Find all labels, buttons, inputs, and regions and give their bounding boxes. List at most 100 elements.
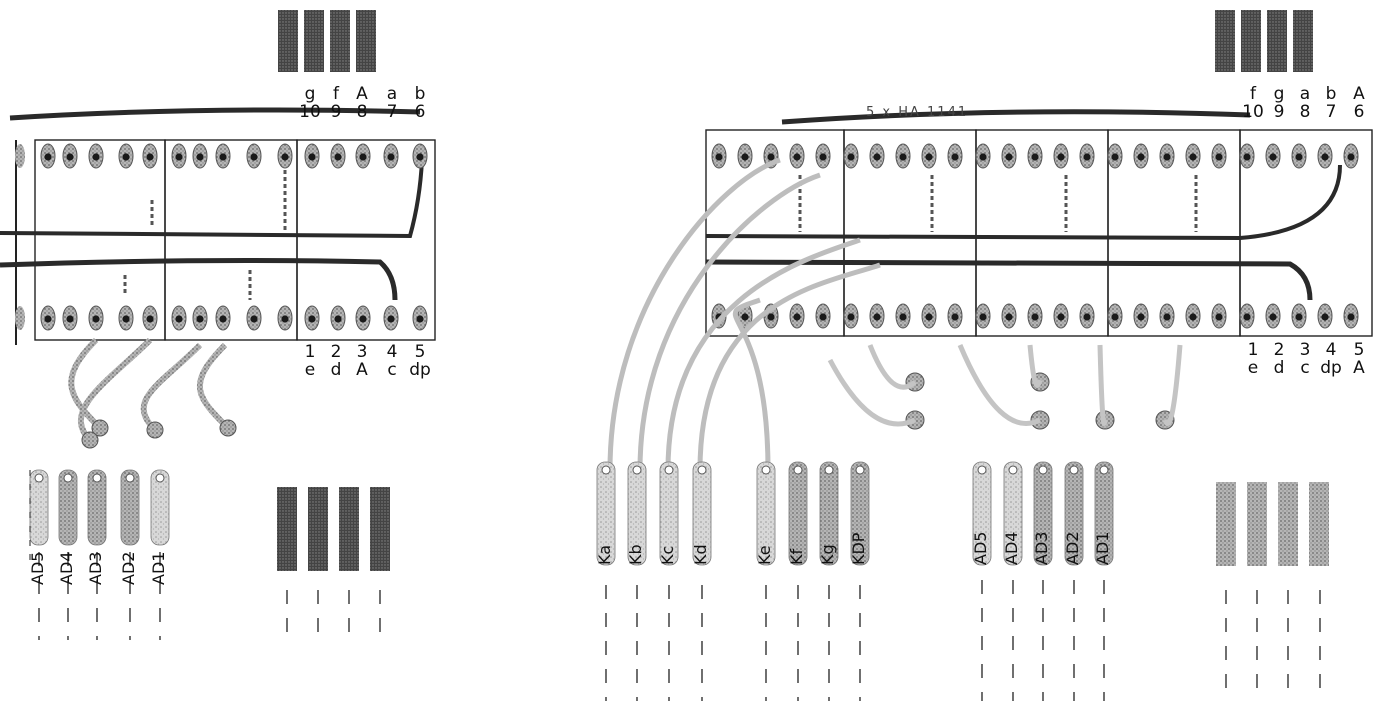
right-seg-res-6-pad — [824, 465, 834, 475]
left-bottom-pad-hole — [122, 315, 130, 323]
left-bottom-barcode-bar — [308, 487, 328, 571]
right-bottom-pad-hole — [1295, 313, 1303, 321]
right-dig-res-2-pad — [1038, 465, 1048, 475]
right-bottom-pad-hole — [1269, 313, 1277, 321]
right-top-pad-hole — [873, 153, 881, 161]
left-res-0-pad — [34, 473, 44, 483]
right-bottom-pin-number: 2 — [1273, 340, 1285, 360]
right-bottom-barcode-bar — [1309, 482, 1329, 566]
left-top-pin-name: a — [386, 84, 398, 104]
right-dig-res-0-pad — [977, 465, 987, 475]
right-bottom-pin-name: d — [1273, 358, 1285, 378]
right-top-pin-number: 6 — [1353, 102, 1365, 122]
left-edge-pad — [15, 306, 25, 330]
right-digit-resistor-label: AD1 — [1093, 531, 1112, 565]
right-fanout-wire — [665, 237, 861, 471]
left-res-0-body — [29, 469, 49, 546]
left-top-pad-hole — [44, 153, 52, 161]
right-bottom-pad-hole — [1215, 313, 1223, 321]
right-digit-resistor-label: AD4 — [1002, 531, 1021, 565]
right-bottom-pad-hole — [1137, 313, 1145, 321]
left-wire — [140, 342, 203, 433]
right-top-pad-hole — [819, 153, 827, 161]
right-bottom-pin-number: 4 — [1325, 340, 1337, 360]
left-bottom-barcode-bar — [370, 487, 390, 571]
right-seg-res-1-pad — [632, 465, 642, 475]
left-resistor-label: AD1 — [149, 551, 168, 585]
right-bottom-pad-hole — [1083, 313, 1091, 321]
left-top-pin-name: f — [333, 84, 339, 104]
left-bottom-barcode-bar — [277, 487, 297, 571]
left-bottom-pin-number: 2 — [330, 342, 342, 362]
left-bottom-pad-hole — [92, 315, 100, 323]
left-resistor-label: AD4 — [57, 551, 76, 585]
left-top-barcode-bar — [330, 10, 350, 72]
right-bottom-barcode-bar — [1247, 482, 1267, 566]
right-bottom-pad-hole — [1347, 313, 1355, 321]
left-wire-pad — [219, 419, 237, 437]
right-digit-resistor-label: AD5 — [971, 531, 990, 565]
left-top-pad-hole — [219, 153, 227, 161]
left-bottom-pad-hole — [44, 315, 52, 323]
right-segment-resistor-label: KDP — [849, 532, 868, 565]
right-bottom-pad-hole — [1005, 313, 1013, 321]
right-segment-resistor-label: Kf — [787, 548, 806, 565]
right-bottom-pin-name: e — [1247, 358, 1259, 378]
left-edge-pad — [15, 144, 25, 168]
left-res-2-pad — [92, 473, 102, 483]
left-bottom-pin-number: 3 — [356, 342, 368, 362]
left-top-pad-hole — [66, 153, 74, 161]
right-top-pad-hole — [979, 153, 987, 161]
left-top-barcode-bar — [304, 10, 324, 72]
right-loop-wire — [867, 344, 917, 390]
right-bottom-pad-hole — [899, 313, 907, 321]
right-seg-res-7-pad — [855, 465, 865, 475]
right-dig-res-1-pad — [1008, 465, 1018, 475]
left-bottom-pad-hole — [175, 315, 183, 323]
left-res-3-body — [120, 469, 140, 546]
right-top-pin-number: 8 — [1299, 102, 1311, 122]
left-res-4-pad — [155, 473, 165, 483]
right-top-pad-hole — [1347, 153, 1355, 161]
right-top-pad-hole — [1163, 153, 1171, 161]
left-res-1-body — [58, 469, 78, 546]
right-top-pin-name: g — [1273, 84, 1285, 104]
right-bottom-barcode-bar — [1216, 482, 1236, 566]
right-bottom-pin-name: c — [1300, 358, 1310, 378]
left-bottom-pin-number: 5 — [414, 342, 426, 362]
right-dig-res-4-pad — [1099, 465, 1109, 475]
left-bottom-pad-hole — [334, 315, 342, 323]
right-fanout-wire — [607, 157, 781, 471]
right-top-pad-hole — [1057, 153, 1065, 161]
right-bottom-pin-number: 1 — [1247, 340, 1259, 360]
left-top-pad-hole — [359, 153, 367, 161]
left-res-2-body — [87, 469, 107, 546]
right-top-pin-name: b — [1325, 84, 1337, 104]
right-top-pad-hole — [1031, 153, 1039, 161]
right-seg-res-5-pad — [793, 465, 803, 475]
right-seg-res-5-body — [788, 461, 808, 566]
left-res-3-pad — [125, 473, 135, 483]
left-bottom-pad-hole — [359, 315, 367, 323]
left-top-barcode-bar — [356, 10, 376, 72]
right-dig-res-2-body — [1033, 461, 1053, 566]
left-bottom-pin-number: 1 — [304, 342, 316, 362]
left-module-2 — [164, 139, 298, 341]
right-top-barcode-bar — [1267, 10, 1287, 72]
left-top-barcode-bar — [278, 10, 298, 72]
right-top-pad-hole — [793, 153, 801, 161]
left-top-pad-hole — [146, 153, 154, 161]
right-top-pad-hole — [1005, 153, 1013, 161]
right-bottom-pad-hole — [925, 313, 933, 321]
left-bottom-pin-name: c — [387, 360, 397, 380]
right-dig-res-3-pad — [1069, 465, 1079, 475]
left-bottom-pin-name: dp — [409, 360, 431, 380]
right-fanout-wire — [732, 297, 771, 471]
left-bottom-pad-hole — [66, 315, 74, 323]
right-bottom-pad-hole — [767, 313, 775, 321]
left-bottom-pad-hole — [250, 315, 258, 323]
right-top-pin-number: 10 — [1242, 102, 1264, 122]
right-seg-res-6-body — [819, 461, 839, 566]
